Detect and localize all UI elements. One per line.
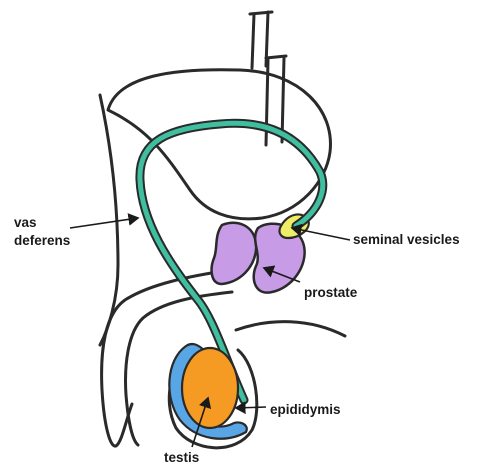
vas-deferens-label-line2: deferens	[14, 233, 70, 248]
prostate-left-lobe	[212, 223, 257, 284]
ureter-left-a	[252, 14, 254, 68]
abdomen-contour	[236, 322, 345, 336]
ureter-right-cap	[266, 56, 286, 58]
ureter-left-cap	[250, 12, 272, 14]
testis	[182, 348, 238, 428]
seminal-vesicles-label: seminal vesicles	[353, 232, 460, 247]
vas-deferens-label-line1: vas	[14, 215, 37, 230]
testis-label: testis	[164, 450, 199, 465]
epididymis-label: epididymis	[270, 402, 341, 417]
vas-deferens-leader	[70, 218, 138, 228]
prostate-label: prostate	[304, 285, 358, 300]
epididymis-leader	[236, 407, 266, 408]
